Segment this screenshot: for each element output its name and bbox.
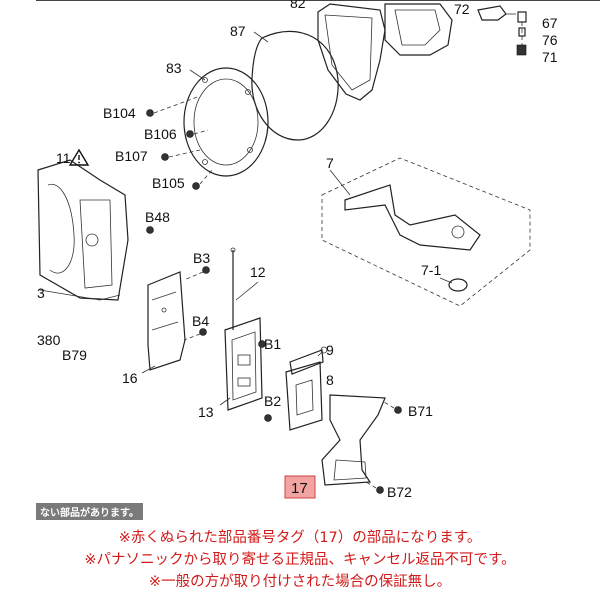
screw-b4 <box>183 328 207 341</box>
label-b104: B104 <box>103 105 136 121</box>
label-b72: B72 <box>387 484 412 500</box>
label-9: 9 <box>326 342 334 358</box>
note-highlighted-part: ※赤くぬられた部品番号タグ（17）の部品になります。 <box>118 530 482 546</box>
part-72 <box>477 5 516 21</box>
gasket-87 <box>251 30 339 141</box>
screw-b106 <box>186 129 209 138</box>
label-82: 82 <box>290 0 306 11</box>
mount-ring-82 <box>317 3 386 101</box>
label-b4: B4 <box>192 313 209 329</box>
note-genuine-part: ※パナソニックから取り寄せる正規品、キャンセル返品不可です。 <box>84 552 516 568</box>
label-380: 380 <box>37 332 61 348</box>
plate-9 <box>289 346 328 375</box>
label-b107: B107 <box>115 148 148 164</box>
warning-banner: ない部品があります。 <box>36 503 143 520</box>
mount-housing <box>384 3 453 56</box>
screw-b3 <box>183 266 210 281</box>
label-83: 83 <box>166 60 182 76</box>
label-17: 17 <box>291 480 308 497</box>
label-12: 12 <box>250 264 266 280</box>
label-8: 8 <box>326 372 334 388</box>
note-no-warranty: ※一般の方が取り付けされた場合の保証無し。 <box>148 574 452 590</box>
label-b3: B3 <box>193 250 210 266</box>
label-7: 7 <box>326 155 334 171</box>
label-7-1: 7-1 <box>421 262 441 278</box>
label-11: 11 <box>56 150 71 166</box>
label-b1: B1 <box>264 336 281 352</box>
pin-12 <box>230 247 236 330</box>
part-67-76-71-stack <box>516 11 527 56</box>
label-67: 67 <box>542 15 558 31</box>
screw-b72 <box>365 481 384 494</box>
plate-8 <box>285 361 323 431</box>
label-72: 72 <box>454 1 470 17</box>
label-b79: B79 <box>62 347 87 363</box>
body-frame-11 <box>37 159 129 301</box>
highlight-tag-17 <box>284 475 316 499</box>
fpc-assembly-7 <box>321 157 531 307</box>
screw-b107 <box>161 149 201 161</box>
label-13: 13 <box>198 404 214 420</box>
label-87: 87 <box>230 23 246 39</box>
screw-b105 <box>192 169 213 190</box>
warning-triangle-icon <box>68 148 90 166</box>
bracket-16 <box>147 271 186 371</box>
exploded-parts-diagram: 82 72 67 76 71 87 83 B104 B106 11 B107 B… <box>37 0 558 500</box>
screw-b104 <box>146 95 201 117</box>
cover-17 <box>321 394 386 486</box>
label-3: 3 <box>37 285 45 301</box>
label-76: 76 <box>542 32 558 48</box>
label-16: 16 <box>122 370 138 386</box>
label-b71: B71 <box>408 403 433 419</box>
leader-lines <box>141 31 323 406</box>
screw-b1 <box>258 340 266 348</box>
top-frame-line <box>36 0 600 1</box>
card-slot-13 <box>224 317 263 411</box>
screw-b48 <box>146 226 154 234</box>
mount-ring-83 <box>183 67 269 177</box>
screw-b2 <box>264 414 272 422</box>
label-71: 71 <box>542 49 558 65</box>
label-b48: B48 <box>145 209 170 225</box>
screw-b71 <box>383 401 402 414</box>
label-b106: B106 <box>144 126 177 142</box>
label-b2: B2 <box>264 393 281 409</box>
label-b105: B105 <box>152 175 185 191</box>
